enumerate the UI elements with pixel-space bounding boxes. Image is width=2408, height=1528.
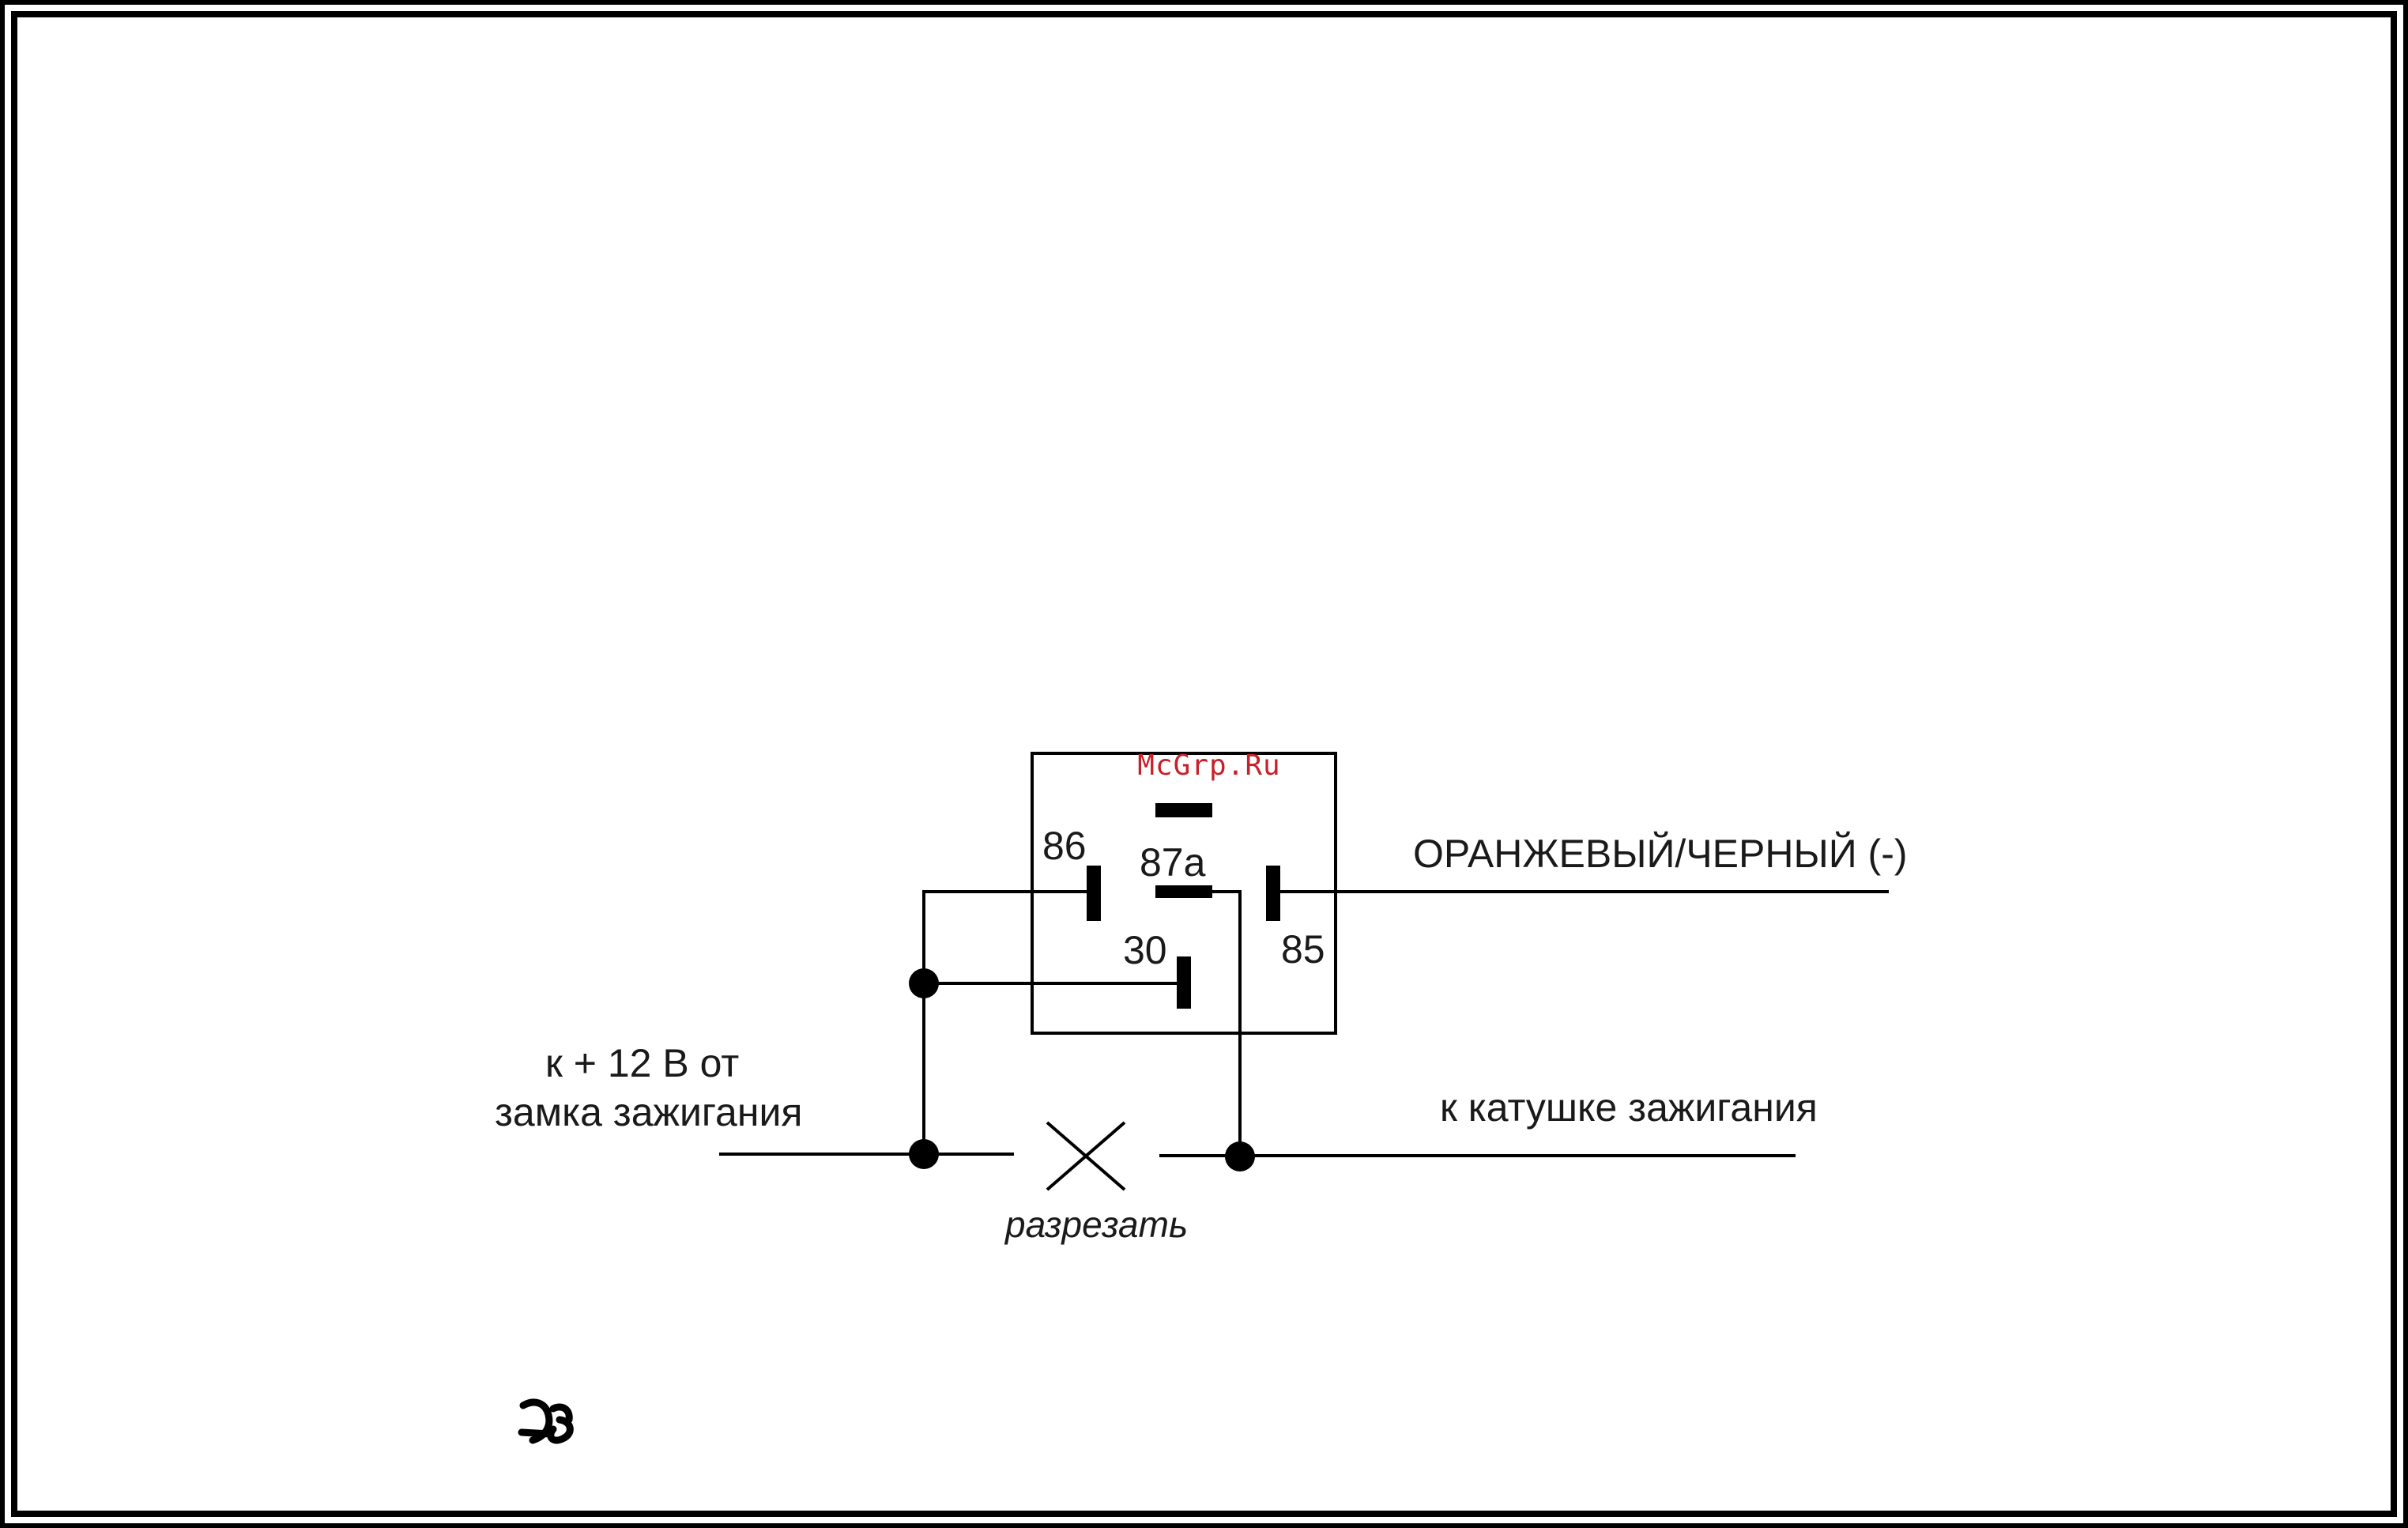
label-source-line1: к + 12 В от bbox=[545, 1041, 739, 1085]
pin-86-bar bbox=[1087, 866, 1101, 921]
pin-30-bar bbox=[1177, 956, 1191, 1009]
pin-30-label: 30 bbox=[1123, 928, 1167, 972]
label-cut: разрезать bbox=[1004, 1204, 1188, 1245]
label-source-line2: замка зажигания bbox=[495, 1090, 802, 1134]
wire-pin87a-to-coil-node bbox=[1212, 892, 1240, 1156]
junction-node-coil bbox=[1225, 1141, 1255, 1171]
label-coil: к катушке зажигания bbox=[1440, 1085, 1818, 1130]
watermark-text: McGrp.Ru bbox=[1137, 749, 1280, 782]
pin-87a-label: 87a bbox=[1140, 840, 1206, 885]
pin-87a-bar bbox=[1155, 885, 1212, 898]
junction-node-source bbox=[909, 1139, 939, 1169]
pin-top-bar bbox=[1155, 803, 1212, 817]
pin-85-bar bbox=[1266, 866, 1280, 921]
junction-node-relay bbox=[909, 968, 939, 998]
logo-glyph-icon bbox=[522, 1402, 570, 1440]
pin-85-label: 85 bbox=[1281, 927, 1325, 972]
pin-86-label: 86 bbox=[1042, 824, 1087, 868]
label-ground-wire: ОРАНЖЕВЫЙ/ЧЕРНЫЙ (-) bbox=[1413, 831, 1908, 876]
wire-pin86-to-column bbox=[924, 892, 1087, 1154]
